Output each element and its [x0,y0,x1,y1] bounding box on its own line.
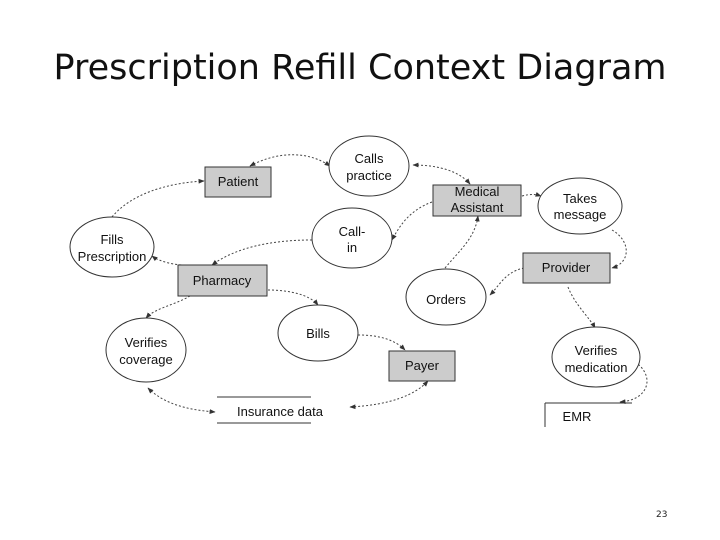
entity-payer [388,350,456,382]
process-calls-practice [328,135,410,197]
flow-orders-ma [444,215,480,269]
process-fills-prescription [69,216,155,278]
label-orders: Orders [426,292,466,307]
flow-arrows [111,154,648,414]
label-insurance-data: Insurance data [237,404,324,419]
flow-ma-callin [391,201,433,241]
flow-bills-payer [357,334,406,351]
label-provider: Provider [542,260,591,275]
label-message-1: Takes [563,191,597,206]
label-coverage-2: coverage [119,352,172,367]
label-callin-2: in [347,240,357,255]
process-bills [277,304,359,362]
label-calls-2: practice [346,168,392,183]
label-fills-2: Prescription [78,249,147,264]
label-bills: Bills [306,326,330,341]
label-calls-1: Calls [355,151,384,166]
label-patient: Patient [218,174,259,189]
label-callin-1: Call- [339,224,366,239]
entity-patient [204,166,272,198]
entity-provider [522,252,611,284]
process-verifies-medication [551,326,641,388]
label-ma-line2: Assistant [451,200,504,215]
flow-callin-pharmacy [211,239,313,266]
label-pharmacy: Pharmacy [193,273,252,288]
flow-verifies-insurance [147,387,216,414]
label-medication-2: medication [565,360,628,375]
entity-pharmacy [177,264,268,297]
label-coverage-1: Verifies [125,335,168,350]
flow-pharmacy-bills [267,289,319,306]
flow-pharmacy-fills [151,255,186,266]
store-emr [544,402,632,427]
flow-provider-orders [489,267,525,296]
entity-medical-assistant [432,184,522,217]
flow-pharmacy-verifies [145,295,191,319]
process-verifies-coverage [105,317,187,383]
process-orders [405,268,487,326]
label-emr: EMR [563,409,592,424]
flow-fills-patient [111,178,205,218]
flow-message-provider [611,229,627,269]
label-payer: Payer [405,358,440,373]
page-number: 23 [656,510,668,520]
label-fills-1: Fills [100,232,124,247]
process-takes-message [537,177,623,235]
flow-insurance-payer [349,380,429,410]
process-call-in [311,207,393,269]
flow-verifies-emr [619,361,648,405]
label-message-2: message [554,207,607,222]
flow-provider-verifies-med [567,286,596,329]
flow-calls-ma [412,162,471,185]
flow-patient-calls [249,154,331,167]
slide-title: Prescription Refill Context Diagram [53,48,667,88]
label-ma-line1: Medical [455,184,500,199]
label-medication-1: Verifies [575,343,618,358]
flow-ma-message [521,192,542,197]
store-insurance-data [217,396,311,424]
